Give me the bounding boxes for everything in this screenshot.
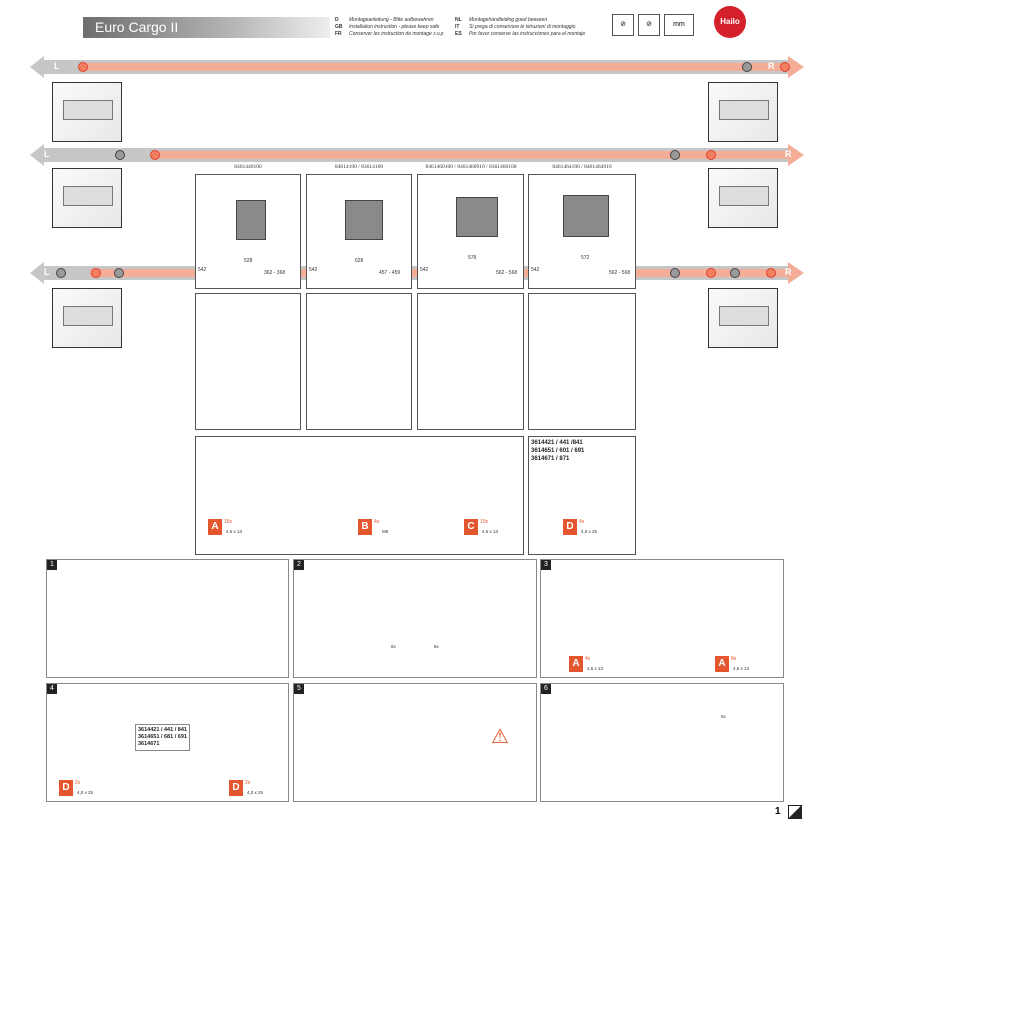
product-cabinet-4: 542 572 562 - 568 [528, 174, 636, 289]
bin-set-exploded-1 [195, 293, 301, 430]
drawer-slide-right-3-image [708, 288, 778, 348]
product-cabinet-2: 542 628 457 - 459 [306, 174, 412, 289]
no-fire-icon: ⊘ [638, 14, 660, 36]
product-code: 8461464100 / 8461464910 [552, 164, 612, 170]
corner-mark-icon [788, 805, 802, 819]
product-code: 8461460100 / 8461460910 / 8361460100 [425, 164, 517, 170]
arrow-row-1: L R [30, 56, 805, 78]
arrow-row-2: L R [30, 144, 805, 166]
hailo-logo: Hailo [714, 6, 746, 38]
bin-set-exploded-3 [417, 293, 524, 430]
drawer-slide-left-2-image [52, 168, 122, 228]
drawer-slide-right-2-image [708, 168, 778, 228]
step-5: 5 ⚠ [293, 683, 537, 802]
page-number: 1 [775, 806, 781, 817]
bin-set-exploded-2 [306, 293, 412, 430]
drawer-slide-right-1-image [708, 82, 778, 142]
drawer-slide-left-1-image [52, 82, 122, 142]
drawer-slide-left-3-image [52, 288, 122, 348]
bin-set-exploded-4 [528, 293, 636, 430]
no-drill-icon: ⊘ [612, 14, 634, 36]
product-code: 8461440100 [234, 164, 262, 170]
document-title: Euro Cargo II [83, 17, 330, 38]
step-6: 6 6x [540, 683, 784, 802]
step-1: 1 [46, 559, 289, 678]
parts-list: A 16x 4,5 x 13 B 4x M6 C 10x 4,5 x 13 [195, 436, 524, 555]
product-cabinet-3: 542 578 562 - 568 [417, 174, 524, 289]
product-code: 84614100 / 83614100 [334, 164, 384, 170]
product-cabinet-1: 542 528 362 - 368 [195, 174, 301, 289]
measure-icon: mm [664, 14, 694, 36]
warning-icon: ⚠ [491, 726, 509, 748]
